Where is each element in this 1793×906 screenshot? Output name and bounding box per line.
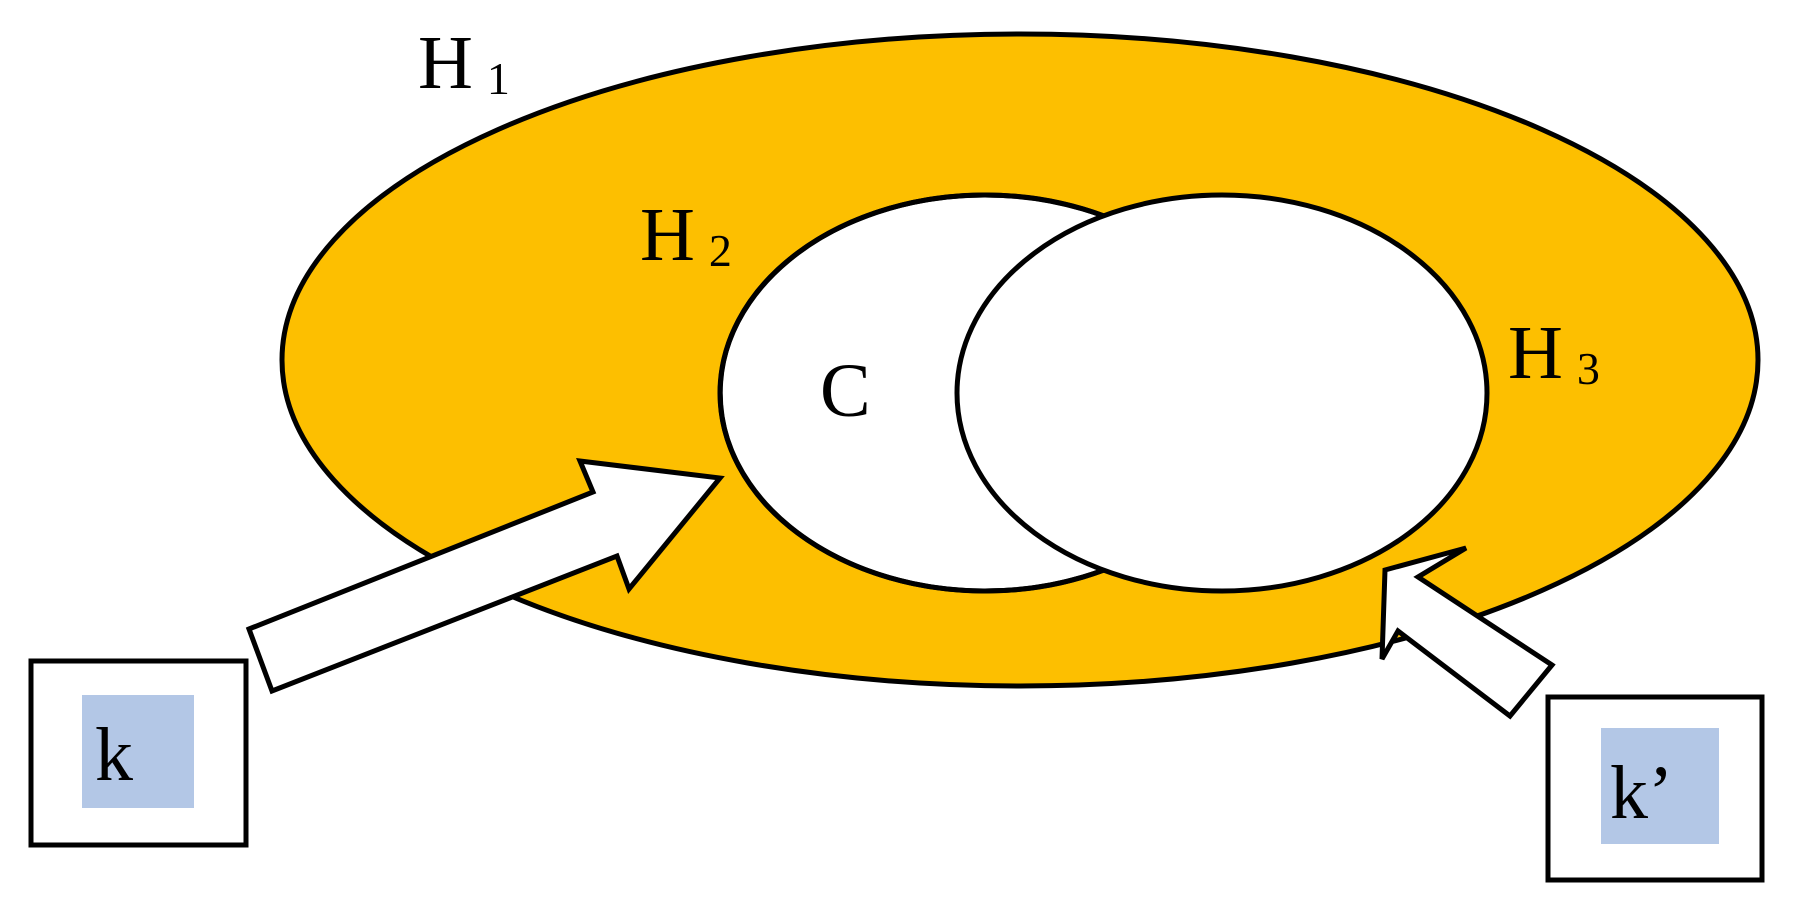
box-k-prime-highlight <box>1601 728 1719 844</box>
arrow-kprime-to-h3 <box>1379 545 1556 720</box>
arrow-k-to-h2 <box>245 457 725 695</box>
box-k-highlight <box>82 695 194 808</box>
set-c-label: C <box>820 349 871 433</box>
box-k-label: k <box>95 713 133 797</box>
box-k-prime-label: k’ <box>1610 751 1673 835</box>
set-h3-ellipse <box>954 192 1490 594</box>
set-h2-outline-arc <box>717 192 1105 594</box>
